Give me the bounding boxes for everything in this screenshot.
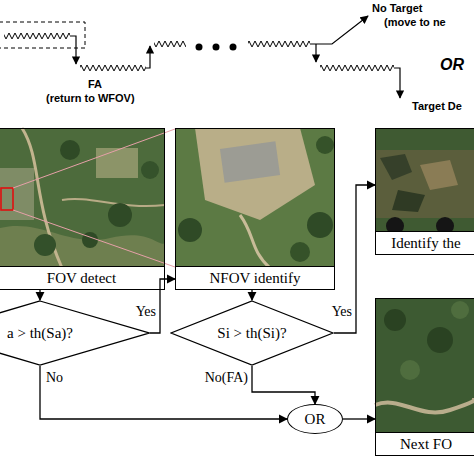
photo-tree (178, 218, 202, 242)
annotation-label: (move to ne (384, 16, 446, 28)
caption-text: NFOV identify (176, 268, 334, 289)
annotation-label: Target De (412, 100, 462, 112)
photo-tree (451, 301, 469, 319)
condition-text: a > th(Sa)? (7, 325, 73, 342)
flow-connector (343, 418, 375, 419)
image-panel: Next FO (375, 298, 474, 456)
or-junction: OR (287, 404, 343, 434)
timing-strip (0, 16, 400, 98)
flow-connector (150, 279, 175, 333)
zigzag-line (320, 64, 394, 72)
zigzag-line (154, 40, 186, 48)
aerial-photo (175, 128, 335, 268)
photo-truck (375, 150, 474, 218)
zoom-leader (13, 129, 175, 188)
diamond-shape (0, 301, 149, 365)
flow-connector (40, 366, 287, 419)
image-panel: NFOV identify (175, 128, 335, 290)
photo-clearing (96, 148, 138, 178)
photo-road (240, 215, 270, 268)
photo-tree (290, 242, 310, 262)
step-arrow (146, 46, 150, 68)
vehicle-photo (375, 128, 474, 238)
photo-road (375, 398, 474, 412)
flow-connector (334, 185, 375, 333)
aerial-photo (375, 298, 474, 434)
annotation-label: OR (440, 56, 464, 74)
ellipsis-dot (196, 44, 203, 51)
flow-connector (252, 366, 315, 404)
step-arrow (310, 16, 368, 44)
zigzag-line (80, 64, 146, 72)
caption-text: Identify the (376, 233, 474, 254)
camo-patch (420, 160, 458, 190)
annotation-label: FA (88, 78, 102, 90)
photo-ground (375, 128, 474, 238)
caption-text: FOV detect (0, 268, 164, 289)
edge-label: Yes (332, 304, 352, 320)
photo-tree (307, 212, 333, 238)
camo-patch (380, 154, 412, 180)
annotation-label: No Target (372, 2, 423, 14)
camo-patch (392, 190, 425, 212)
caption-box: NFOV identify (176, 266, 334, 289)
annotation-label: (return to WFOV) (46, 92, 135, 104)
photo-tree (384, 309, 406, 331)
junction-text: OR (305, 411, 326, 428)
caption-box: FOV detect (0, 266, 164, 289)
photo-tree (400, 360, 420, 380)
zigzag-line (248, 40, 310, 48)
edge-label: Yes (136, 304, 156, 320)
flow-connector (251, 290, 252, 300)
photo-tree (34, 234, 56, 256)
image-panel: Identify the (375, 128, 474, 255)
decision-diamond: a > th(Sa)? (0, 300, 150, 366)
photo-field (0, 226, 165, 268)
photo-tree (427, 327, 453, 353)
photo-tree (82, 232, 98, 248)
photo-tree (316, 136, 334, 154)
photo-clearing (195, 128, 315, 220)
edge-label: No (46, 370, 63, 386)
photo-road (22, 128, 62, 268)
diamond-shape (171, 301, 333, 365)
caption-box: Identify the (376, 231, 474, 254)
caption-box: Next FO (376, 432, 474, 455)
decision-diamond: Si > th(Si)? (170, 300, 334, 366)
step-arrow (70, 36, 76, 64)
photo-tree (141, 161, 159, 179)
target-box (1, 188, 13, 210)
step-arrow (315, 44, 316, 62)
ellipsis-dot (213, 44, 220, 51)
zoom-leader (13, 210, 175, 267)
photo-ground (175, 128, 335, 268)
image-panel: FOV detect (0, 128, 165, 290)
dashed-frame (0, 22, 85, 48)
condition-text: Si > th(Si)? (217, 325, 286, 342)
flow-connector (39, 290, 40, 300)
photo-ground (0, 128, 165, 268)
photo-building (220, 141, 280, 182)
ellipsis-dot (230, 44, 237, 51)
photo-clearing (0, 168, 34, 220)
caption-text: Next FO (376, 434, 474, 455)
edge-label: No(FA) (205, 370, 248, 386)
photo-ground (375, 298, 474, 434)
photo-tree (108, 203, 132, 227)
photo-tree (60, 140, 80, 160)
step-arrow (394, 68, 400, 98)
zigzag-line (4, 32, 70, 40)
aerial-photo (0, 128, 165, 268)
